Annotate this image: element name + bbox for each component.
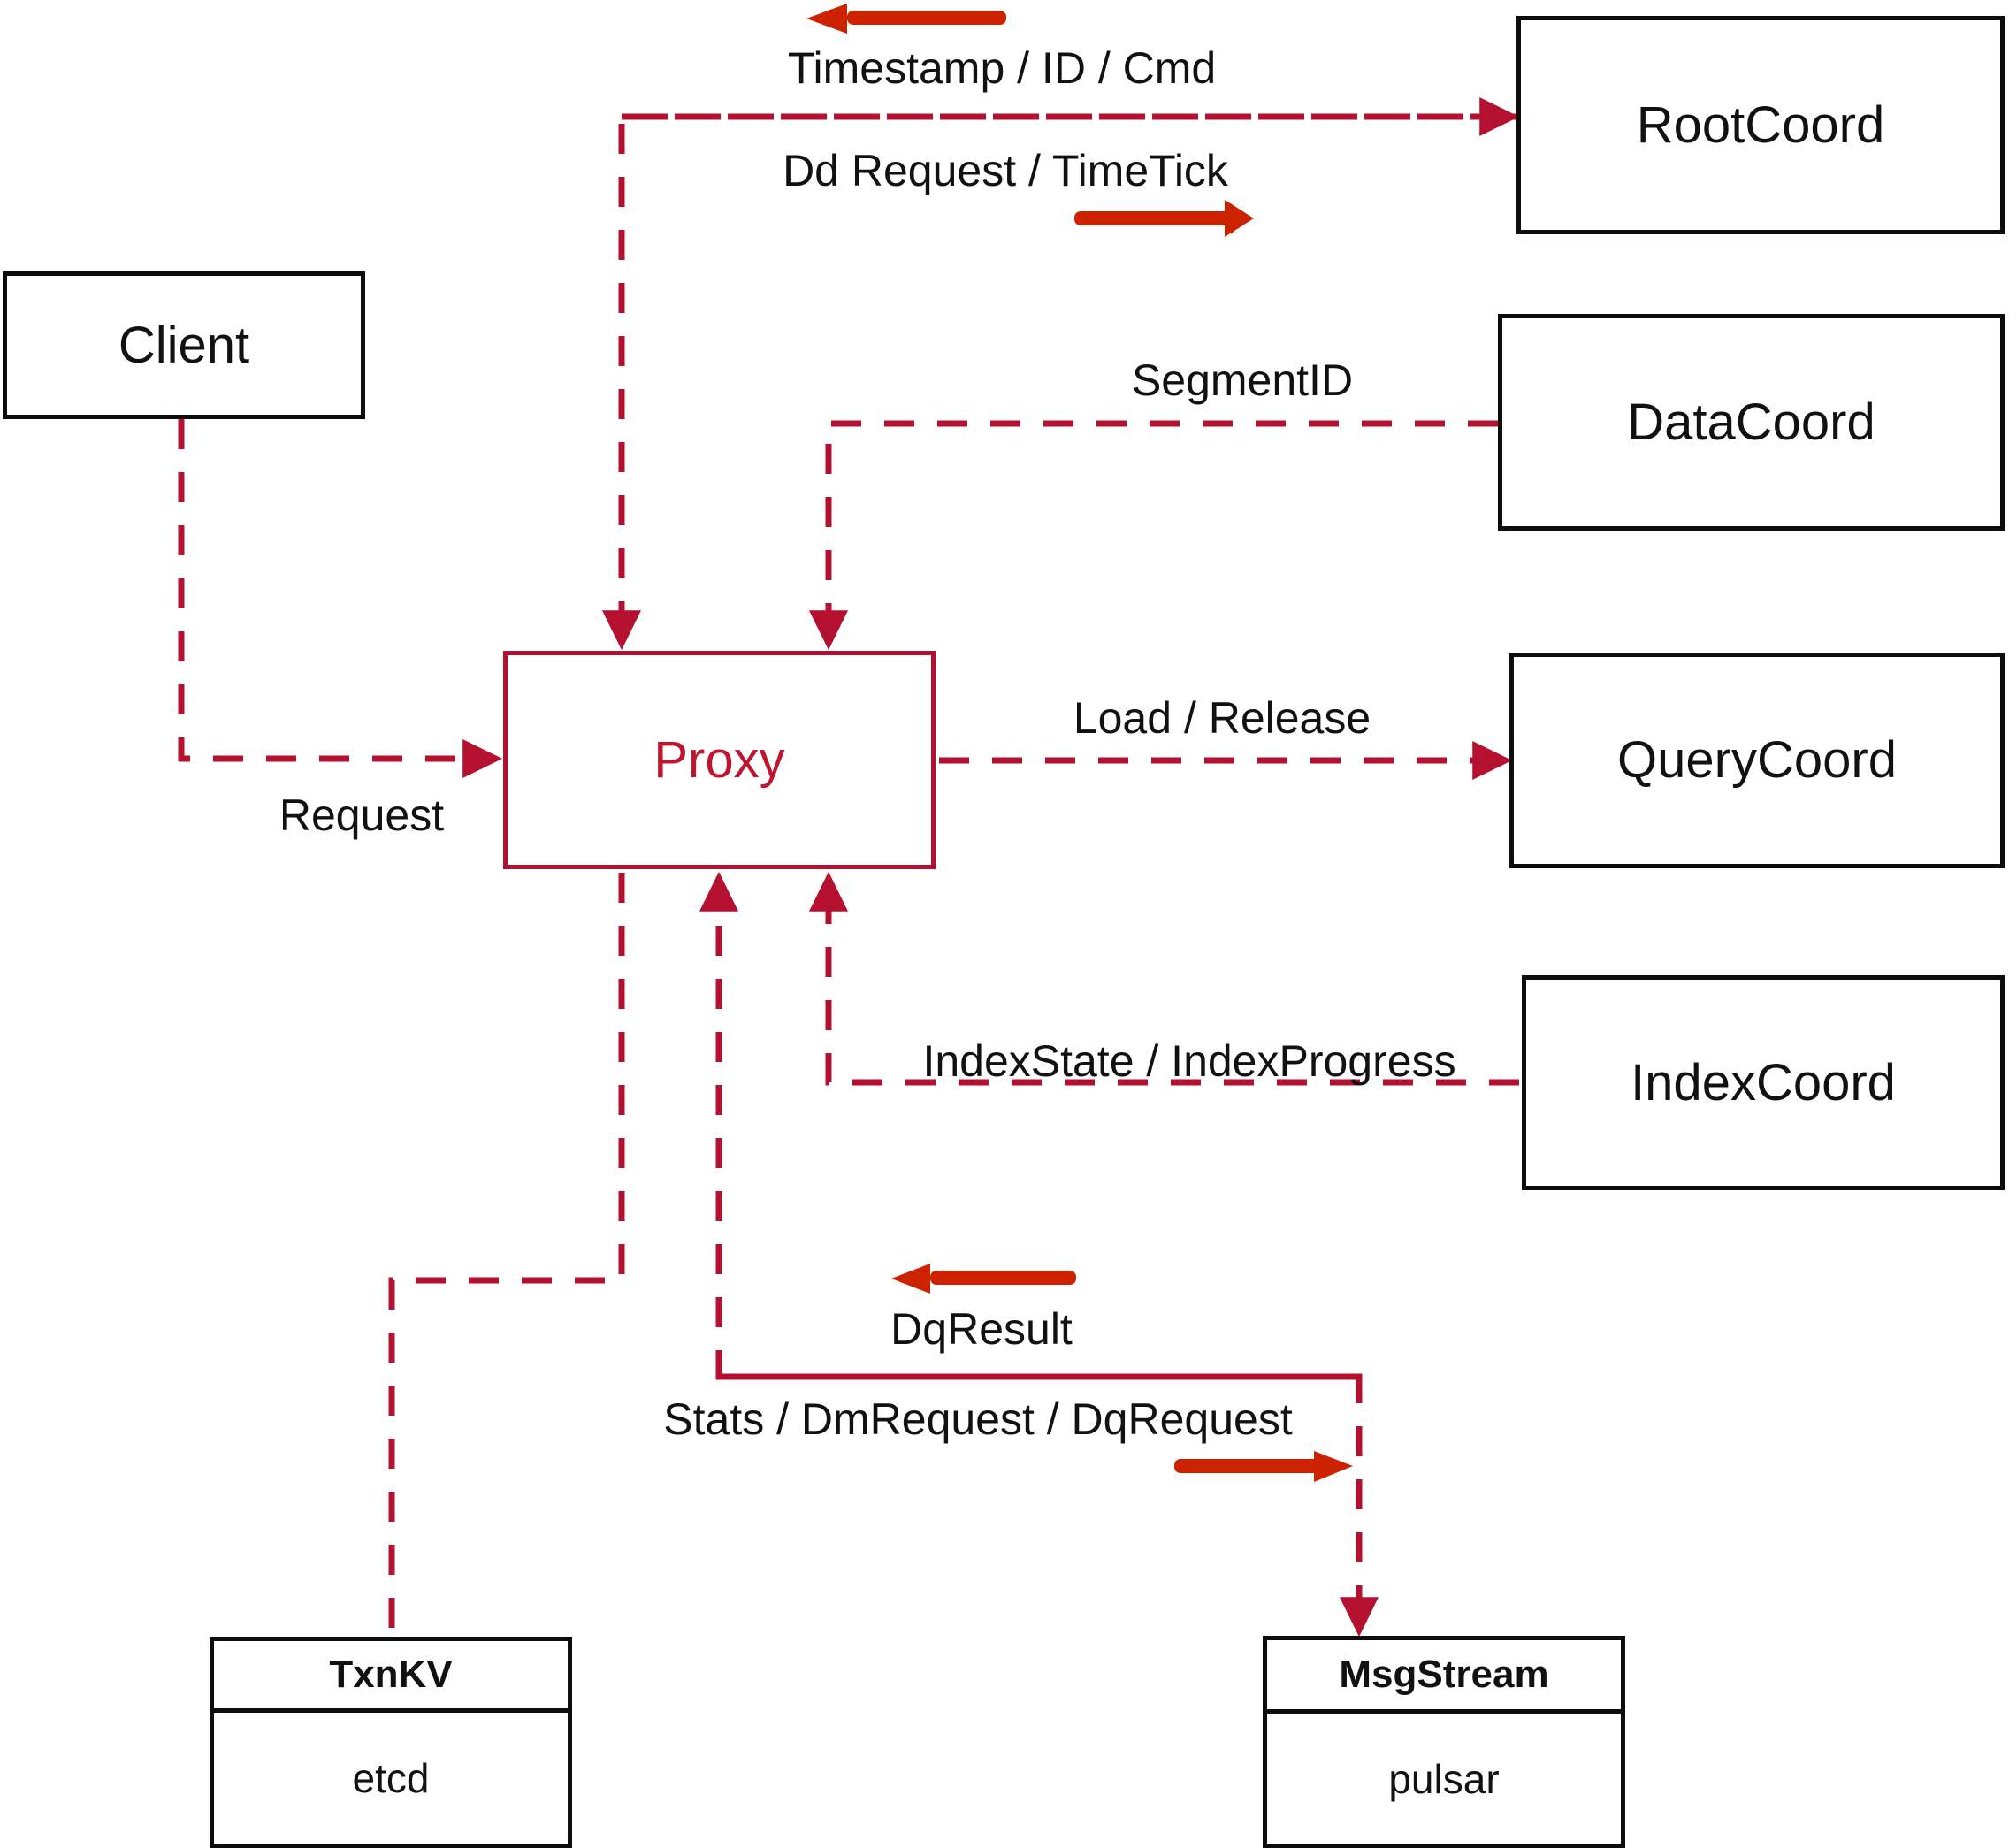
node-txnkv-header: TxnKV — [214, 1641, 568, 1713]
edge-msgstream-to-proxy — [699, 871, 1359, 1380]
node-txnkv-header-label: TxnKV — [329, 1653, 453, 1696]
node-querycoord-label: QueryCoord — [1617, 731, 1897, 789]
node-proxy[interactable]: Proxy — [503, 651, 936, 869]
node-rootcoord-label: RootCoord — [1636, 95, 1885, 154]
node-client[interactable]: Client — [3, 271, 365, 419]
legend-arrow-right-stats — [1174, 1451, 1353, 1482]
node-msgstream-body-label: pulsar — [1388, 1755, 1500, 1802]
edge-label-index-state: IndexState / IndexProgress — [922, 1036, 1456, 1086]
node-msgstream-header: MsgStream — [1267, 1640, 1621, 1714]
legend-arrow-left-timestamp — [806, 4, 1006, 34]
edge-label-stats-dm-dq: Stats / DmRequest / DqRequest — [663, 1394, 1293, 1444]
node-client-label: Client — [118, 316, 250, 374]
edge-rootcoord-to-proxy — [601, 113, 1516, 651]
legend-arrow-right-ddrequest — [1074, 200, 1254, 237]
edge-label-timestamp-id-cmd: Timestamp / ID / Cmd — [787, 43, 1217, 93]
edge-client-to-proxy — [178, 419, 503, 779]
edge-proxy-to-txnkv — [388, 873, 625, 1637]
edge-indexcoord-to-proxy — [808, 871, 1519, 1086]
node-querycoord[interactable]: QueryCoord — [1509, 653, 2005, 868]
node-msgstream[interactable]: MsgStream pulsar — [1263, 1636, 1625, 1848]
node-msgstream-header-label: MsgStream — [1339, 1653, 1549, 1696]
node-rootcoord[interactable]: RootCoord — [1516, 16, 2005, 234]
node-datacoord[interactable]: DataCoord — [1498, 314, 2005, 531]
edge-label-request: Request — [279, 790, 445, 840]
edge-label-segmentid: SegmentID — [1131, 355, 1354, 405]
edge-label-dd-request: Dd Request / TimeTick — [783, 146, 1228, 195]
edge-label-dq-result: DqResult — [890, 1304, 1073, 1354]
node-proxy-label: Proxy — [653, 730, 785, 789]
edge-proxy-to-msgstream — [719, 1373, 1379, 1638]
legend-arrow-left-dqresult — [891, 1264, 1076, 1294]
node-indexcoord[interactable]: IndexCoord — [1522, 975, 2005, 1190]
node-txnkv[interactable]: TxnKV etcd — [210, 1637, 572, 1848]
edge-label-load-release: Load / Release — [1073, 693, 1371, 743]
node-txnkv-body: etcd — [214, 1713, 568, 1844]
node-indexcoord-label: IndexCoord — [1631, 1053, 1896, 1111]
edge-datacoord-to-proxy — [808, 420, 1498, 651]
node-datacoord-label: DataCoord — [1627, 393, 1875, 451]
node-msgstream-body: pulsar — [1267, 1714, 1621, 1844]
node-txnkv-body-label: etcd — [352, 1755, 430, 1801]
